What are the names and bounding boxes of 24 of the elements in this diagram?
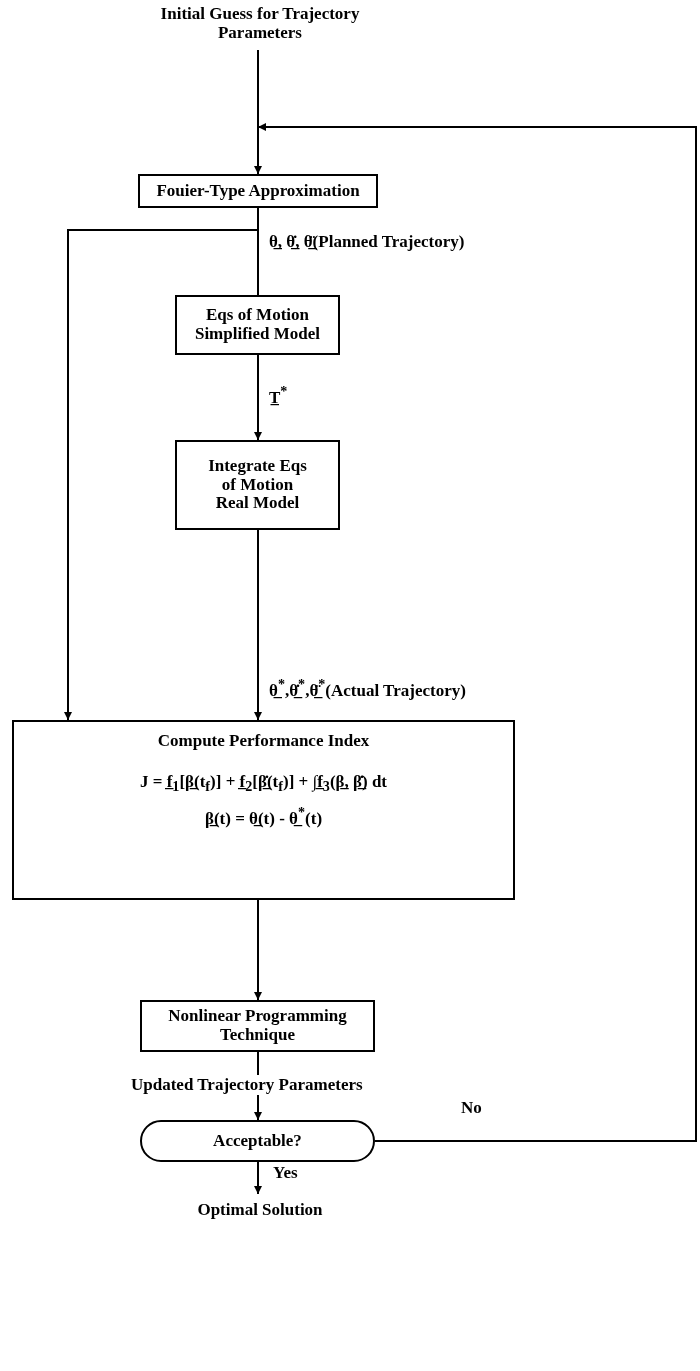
end-text: Optimal Solution (150, 1196, 370, 1224)
box-title: Integrate Eqs of Motion Real Model (207, 456, 308, 514)
process-box (140, 1000, 375, 1052)
arrow (254, 1161, 262, 1195)
arrow (254, 49, 262, 175)
formula: J = f̲$_{1}$[β̲(t$_{f}$)] + f̲$_{2}$[β̲̇(t$_{f}$)] + ∫f̲$_{3}$(β̲, β̲̇) dt (139, 772, 387, 795)
edge-label: θ̲$^{*}$,θ̲̇$^{*}$,θ̲̈$^{*}$(Actual Trajectory) (266, 676, 469, 702)
edge-label: Updated Trajectory Parameters (128, 1075, 366, 1096)
arrow (254, 354, 262, 441)
process-box (175, 440, 340, 530)
box-title: Fouier-Type Approximation (156, 181, 360, 201)
process-box (175, 295, 340, 355)
arrow (254, 899, 262, 1001)
box-title: Compute Performance Index (157, 732, 370, 751)
process-box (138, 174, 378, 208)
box-title: Eqs of Motion Simplified Model (193, 306, 322, 344)
arrow (257, 123, 697, 1142)
start-text: Initial Guess for Trajectory Parameters (140, 0, 380, 48)
formula: β̲(t) = θ̲(t) - θ̲$^{*}$(t) (204, 804, 323, 828)
process-box (12, 720, 515, 900)
box-title: Acceptable? (213, 1131, 302, 1151)
box-title: Nonlinear Programming Technique (167, 1007, 348, 1045)
arrow (254, 529, 262, 721)
decision-box (140, 1120, 375, 1162)
